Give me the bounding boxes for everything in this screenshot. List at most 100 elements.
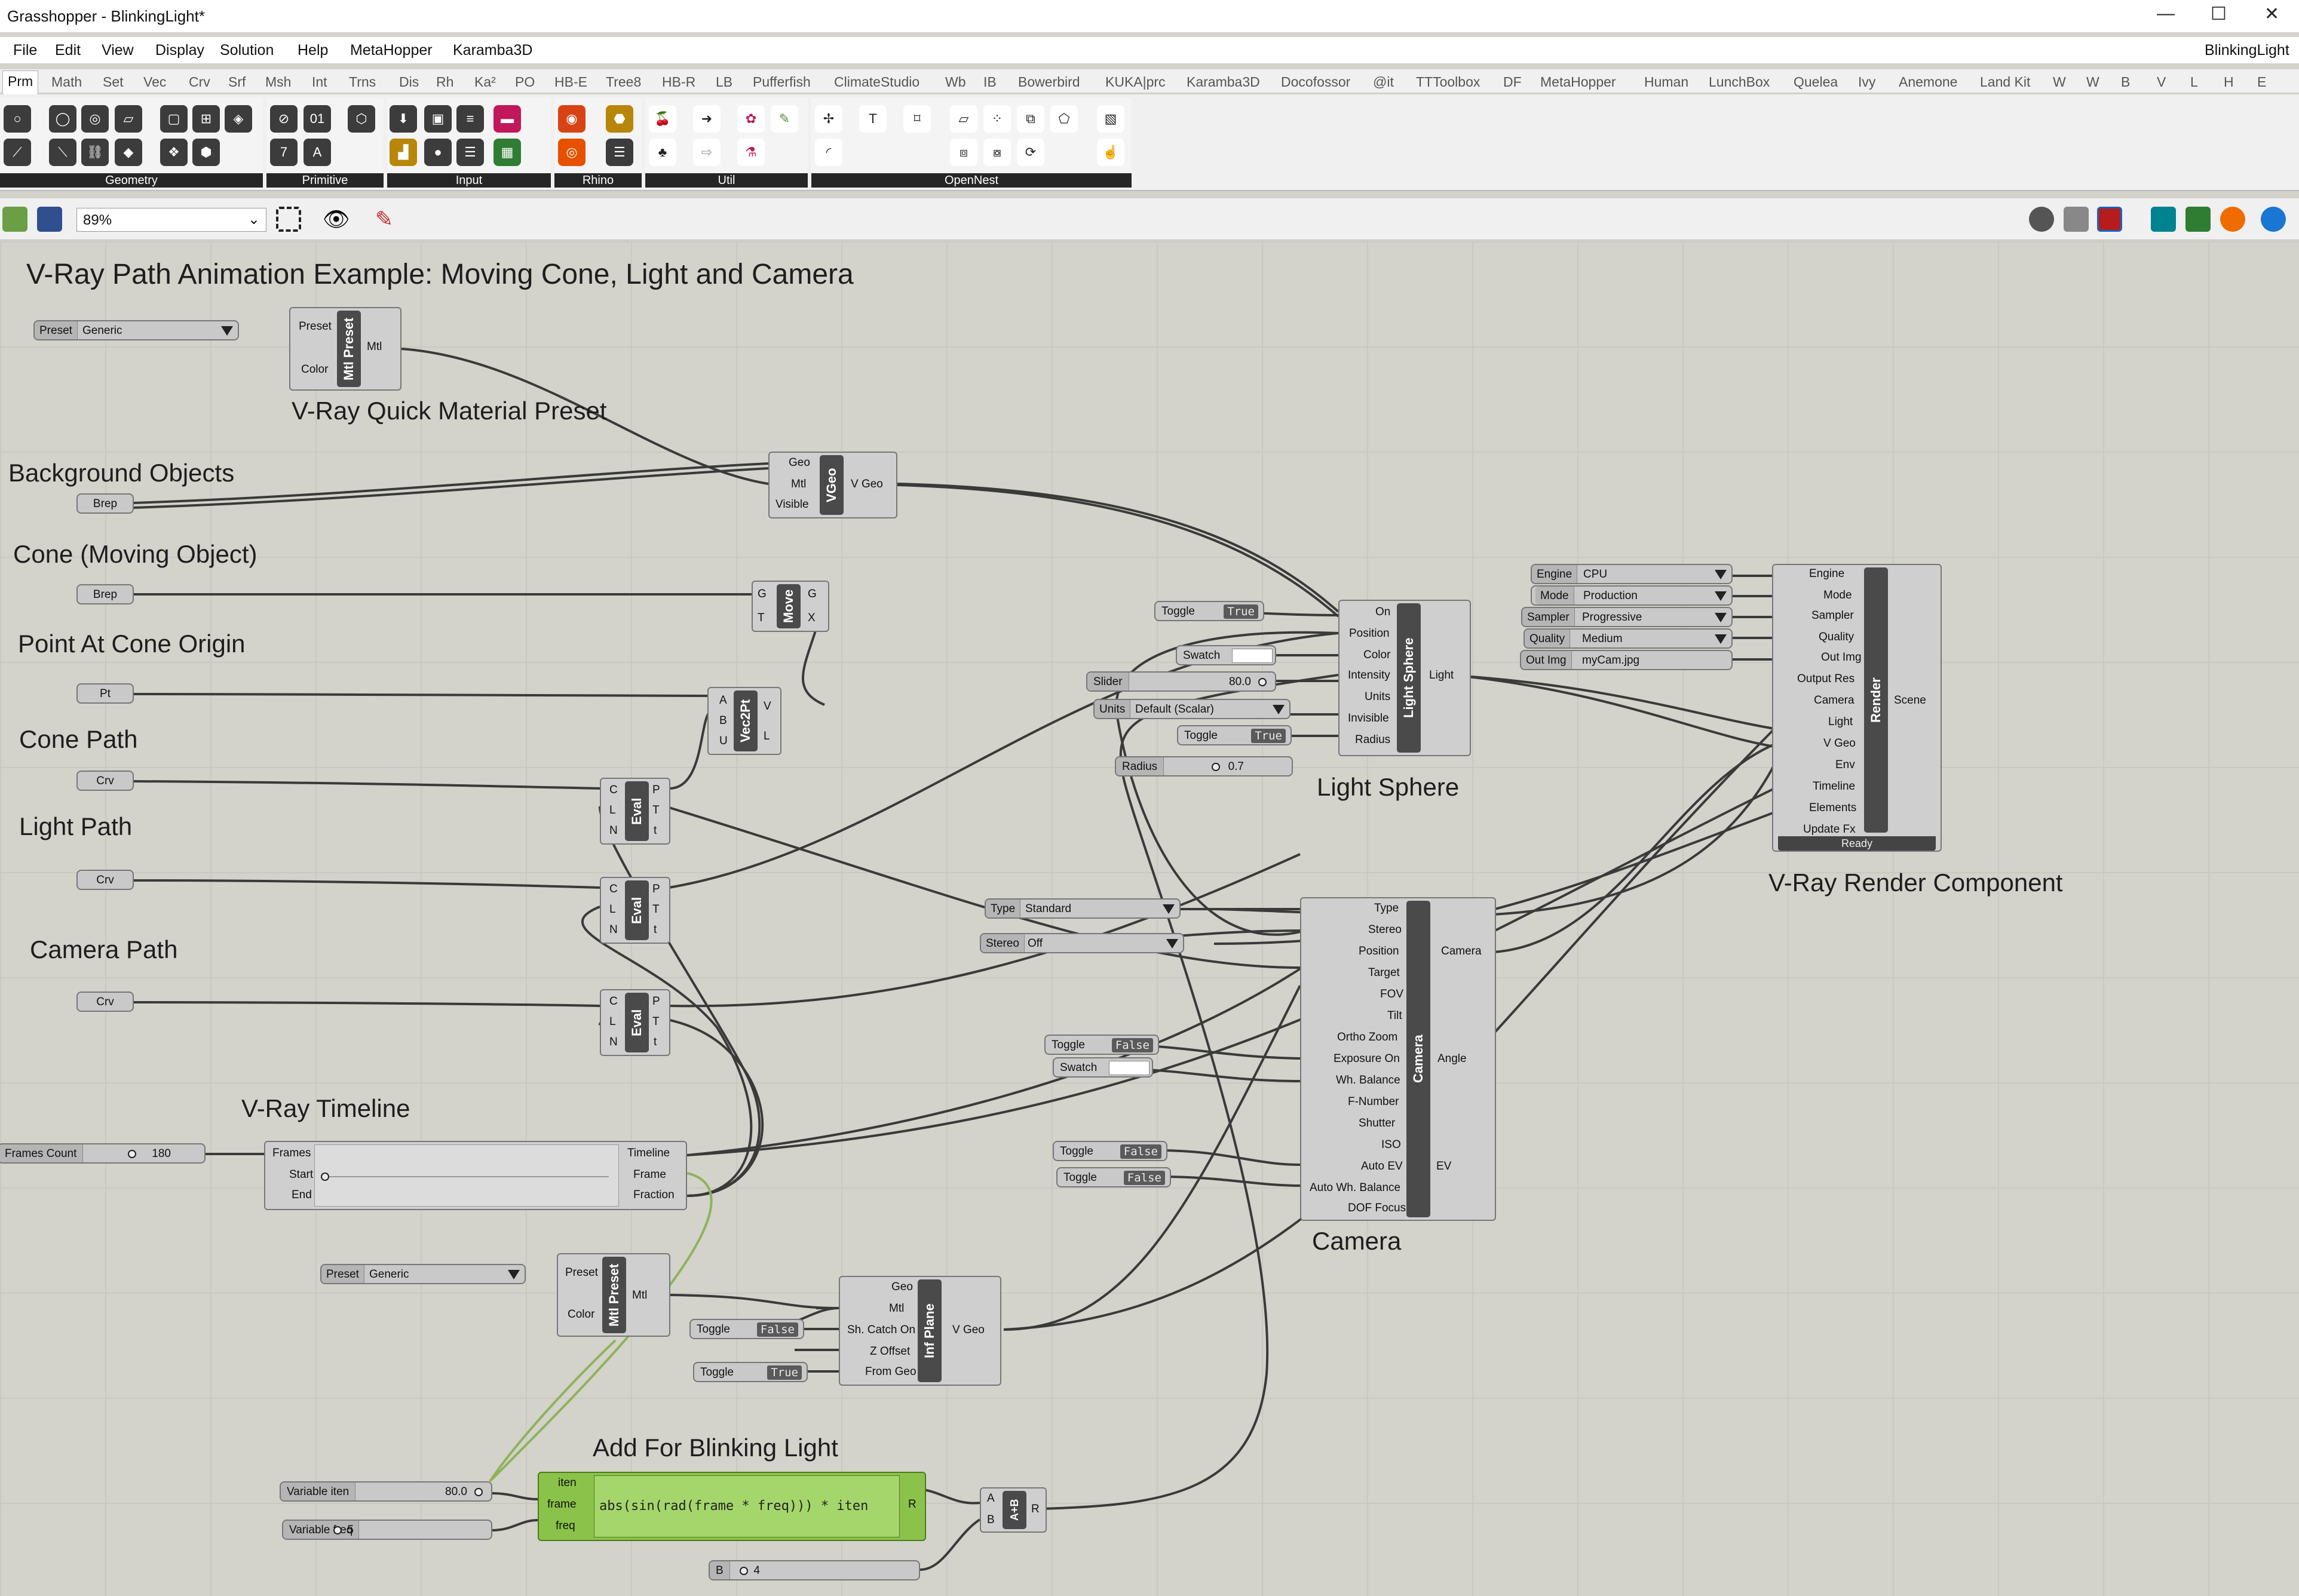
pointer-icon[interactable]: ☝ [1097,139,1124,166]
slider-knob[interactable] [1212,763,1220,771]
maximize-icon[interactable]: ☐ [2211,4,2227,24]
tab-pufferfish[interactable]: Pufferfish [753,74,811,90]
slider-knob[interactable] [474,1488,483,1496]
timeline-track[interactable] [314,1144,619,1207]
tab-wb[interactable]: Wb [945,74,966,90]
curve-param[interactable]: Crv [76,992,134,1012]
tab-karamba3d[interactable]: Karamba3D [1187,74,1260,90]
import-icon[interactable]: ⬇ [390,105,417,133]
tab-climatestudio[interactable]: ClimateStudio [834,74,920,90]
tab-anemone[interactable]: Anemone [1899,74,1958,90]
tab-metahopper[interactable]: MetaHopper [1540,74,1616,90]
minimize-icon[interactable]: — [2157,4,2175,23]
tab-ib[interactable]: IB [983,74,997,90]
gradient-icon[interactable]: ▬ [493,105,521,133]
surface-icon[interactable]: ◈ [225,105,252,133]
graph-icon[interactable]: ▟ [390,139,417,166]
frames-count-slider[interactable]: Frames Count 180 [0,1143,206,1164]
tab-v[interactable]: V [2157,74,2166,90]
number-icon[interactable]: 7 [270,139,298,166]
slider-knob[interactable] [1258,678,1267,686]
tab-lb[interactable]: LB [716,74,733,90]
tab-quelea[interactable]: Quelea [1794,74,1838,90]
radius-slider[interactable]: Radius 0.7 [1115,756,1293,776]
field-icon[interactable]: ⬡ [348,105,375,133]
sketch-icon[interactable]: ✎ [375,207,394,231]
vec2pt-component[interactable]: A B U Vec2Pt V L [707,687,781,755]
curve-icon[interactable]: ◎ [81,105,109,133]
preset-dropdown[interactable]: Preset Generic [33,320,239,340]
tab-hb-e[interactable]: HB-E [554,74,587,90]
slider-icon[interactable]: ≡ [456,105,484,133]
circle-icon[interactable]: ◯ [49,105,76,133]
timeline-component[interactable]: Frames Start End Timeline Frame Fraction [264,1141,687,1210]
link-icon[interactable]: ⛓ [81,139,109,166]
brep-icon[interactable]: ⬢ [192,139,220,166]
preset-dropdown[interactable]: Preset Generic [320,1264,526,1284]
tab-math[interactable]: Math [51,74,82,90]
tab-trns[interactable]: Trns [349,74,376,90]
render-sphere-icon[interactable] [2261,207,2286,232]
stack-icon[interactable]: ⧇ [983,139,1011,166]
tab-int[interactable]: Int [312,74,327,90]
zoom-select[interactable]: 89%⌄ [76,208,266,232]
menu-file[interactable]: File [13,42,38,59]
curve-icon[interactable]: ▱ [115,105,142,133]
circle-icon[interactable]: ○ [4,105,31,133]
tab-hb-r[interactable]: HB-R [662,74,696,90]
slider-knob[interactable] [740,1567,748,1575]
rhino-layer-icon[interactable]: ◎ [558,139,586,166]
mtl-preset-component[interactable]: Preset Color Mtl Preset Mtl [289,307,401,391]
menu-karamba3d[interactable]: Karamba3D [453,42,533,59]
open-file-icon[interactable] [2,207,27,232]
tab-w2[interactable]: W [2086,74,2099,90]
tab-msh[interactable]: Msh [265,74,292,90]
slider-knob[interactable] [333,1526,342,1534]
tab-docofossor[interactable]: Docofossor [1281,74,1351,90]
puzzle-icon[interactable]: ⧉ [1017,105,1044,133]
shape-icon[interactable]: ⬠ [1050,105,1078,133]
variable-freq-slider[interactable]: Variable freq 5 [282,1520,492,1540]
text-tool-icon[interactable]: T [859,105,887,133]
fan-icon[interactable]: ✢ [815,105,842,133]
matrix-icon[interactable]: ▦ [493,139,521,166]
tab-h[interactable]: H [2224,74,2234,90]
evaluate-curve-component[interactable]: C L N Eval P T t [600,989,670,1056]
point-param[interactable]: Pt [76,683,134,704]
hatch-icon[interactable]: ▧ [1097,105,1124,133]
sheet-icon[interactable]: ▱ [950,105,977,133]
diamond-icon[interactable]: ◆ [115,139,142,166]
tab-crv[interactable]: Crv [189,74,210,90]
tab-kuka[interactable]: KUKA|prc [1105,74,1166,90]
circles-icon[interactable]: ⁘ [983,105,1011,133]
tree-icon[interactable]: ♣ [649,139,676,166]
rhino-object-icon[interactable]: ◉ [558,105,586,133]
tab-ivy[interactable]: Ivy [1858,74,1876,90]
white-balance-swatch[interactable]: Swatch [1053,1057,1153,1078]
mtl-preset-component[interactable]: Preset Color Mtl Preset Mtl [557,1253,670,1337]
rotate-icon[interactable]: ⟳ [1017,139,1044,166]
move-component[interactable]: G T Move G X [752,581,829,632]
curve-param[interactable]: Crv [76,771,134,791]
button-icon[interactable]: ● [424,139,452,166]
tab-tree8[interactable]: Tree8 [606,74,642,90]
tab-df[interactable]: DF [1503,74,1522,90]
close-icon[interactable]: ✕ [2264,4,2280,24]
menu-solution[interactable]: Solution [220,42,274,59]
units-dropdown[interactable]: Units Default (Scalar) [1093,699,1290,719]
shaded-icon[interactable] [2097,207,2122,232]
render-component[interactable]: Engine Mode Sampler Quality Out Img Outp… [1772,564,1942,852]
evaluate-curve-component[interactable]: C L N Eval P T t [600,778,670,845]
arrow-outline-icon[interactable]: ⇨ [693,139,721,166]
zoom-extents-icon[interactable] [276,207,301,232]
line-icon[interactable]: ⟋ [4,139,31,166]
evaluate-curve-component[interactable]: C L N Eval P T t [600,877,670,944]
panel-icon[interactable]: ▣ [424,105,452,133]
arrow-right-icon[interactable]: ➜ [693,105,721,133]
